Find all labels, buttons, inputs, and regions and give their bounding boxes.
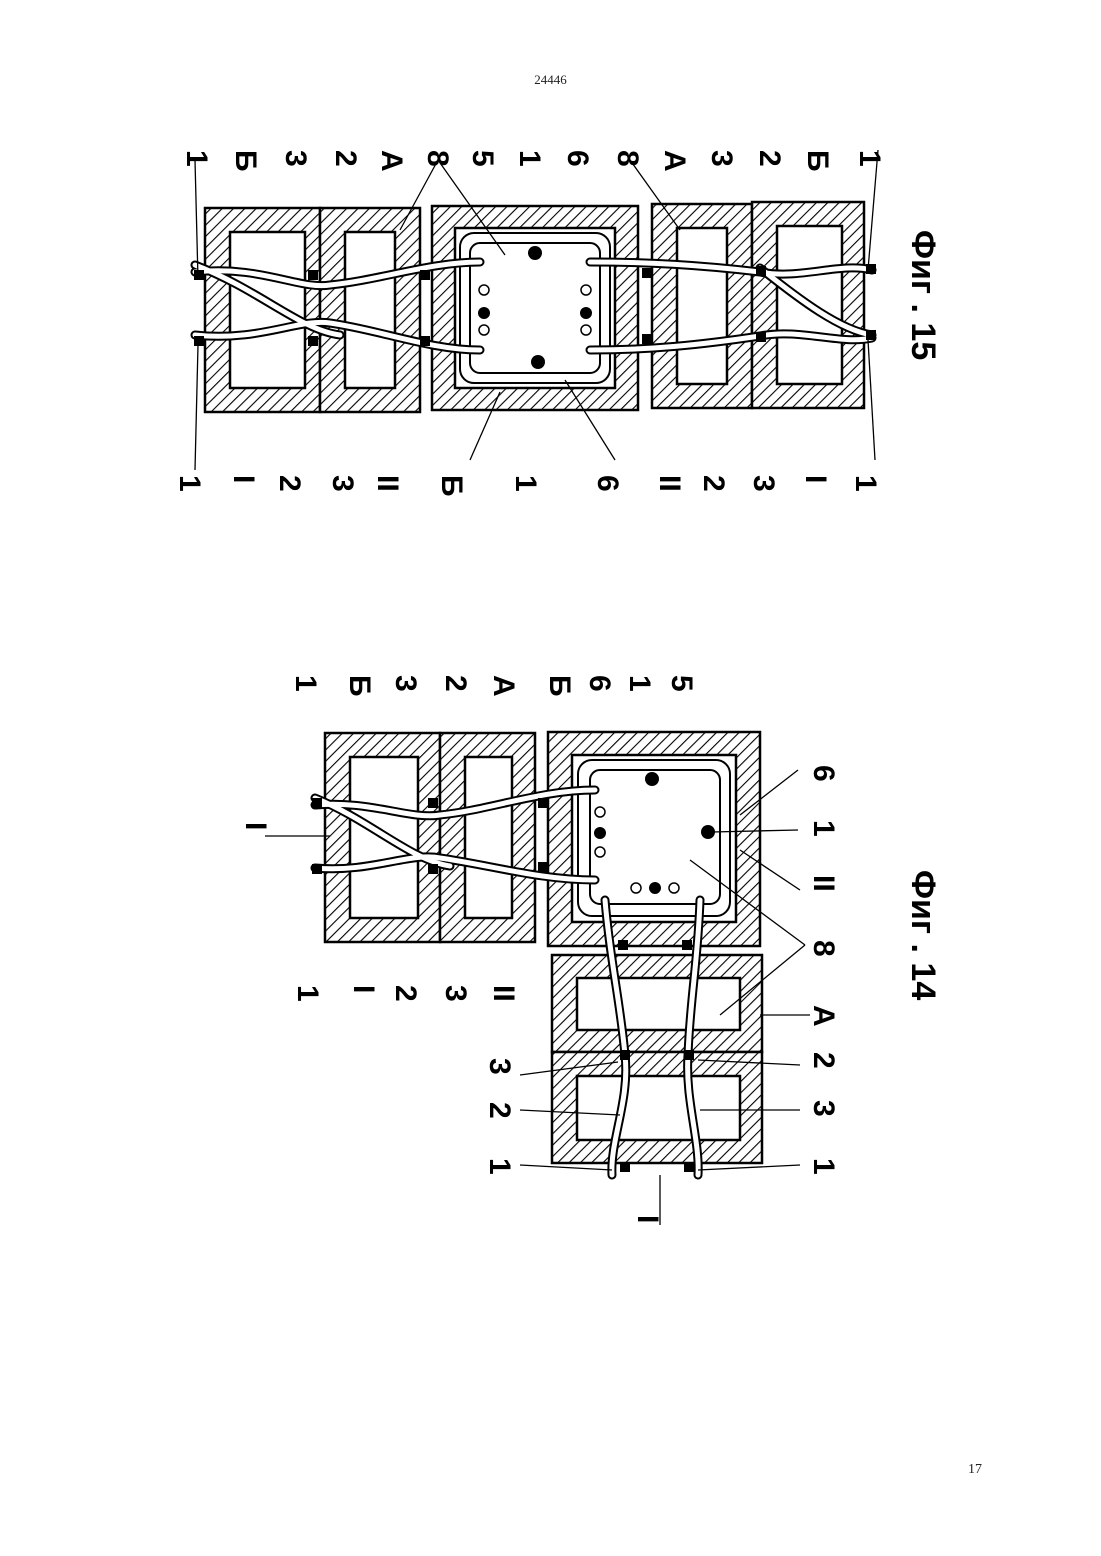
fig14-label: 2 <box>389 985 422 1002</box>
figure-15: 1 Б 3 2 А 8 5 1 6 8 А 3 2 Б 1 1 I 2 3 II… <box>173 150 942 497</box>
figure-14: 1 Б 3 2 А Б 6 1 5 I 1 I 2 3 II 3 2 1 I 6… <box>239 675 942 1225</box>
fig14-label: II <box>807 875 840 892</box>
fig15-label: I <box>227 475 260 483</box>
fig15-center-block <box>432 206 638 410</box>
fig14-label: 2 <box>483 1102 516 1119</box>
fig14-label: 1 <box>807 1158 840 1175</box>
fig14-label: 3 <box>807 1100 840 1117</box>
fig14-label: Б <box>343 675 376 697</box>
fig14-label: 3 <box>483 1058 516 1075</box>
fig15-label: 1 <box>173 475 206 492</box>
fig14-label: 1 <box>291 985 324 1002</box>
fig15-label: Б <box>229 150 262 172</box>
fig15-left-block <box>205 208 420 412</box>
fig14-label: II <box>487 985 520 1002</box>
fig15-label: А <box>658 150 691 172</box>
fig14-lower-block <box>552 955 762 1163</box>
fig15-label: II <box>653 475 686 492</box>
fig15-label: 3 <box>326 475 359 492</box>
fig15-label: II <box>371 475 404 492</box>
fig14-label: 1 <box>623 675 656 692</box>
fig15-label: 3 <box>279 150 312 167</box>
fig14-label: А <box>487 675 520 697</box>
fig14-label: 2 <box>807 1052 840 1069</box>
fig14-left-block <box>325 733 535 942</box>
fig14-label: Б <box>543 675 576 697</box>
fig14-label: I <box>347 985 380 993</box>
fig14-caption: Фиг . 14 <box>904 870 942 1000</box>
fig15-label: 3 <box>747 475 780 492</box>
page-number: 17 <box>968 1462 982 1478</box>
fig14-labels-right: 6 1 II 8 А 2 3 1 <box>807 765 840 1175</box>
fig15-label: 6 <box>591 475 624 492</box>
fig15-label: 1 <box>509 475 542 492</box>
fig15-label: 8 <box>611 150 644 167</box>
fig15-label: 2 <box>329 150 362 167</box>
fig14-labels-top: 1 Б 3 2 А Б 6 1 5 <box>289 675 698 697</box>
fig15-labels-bottom: 1 I 2 3 II Б 1 6 II 2 3 I 1 <box>173 475 882 497</box>
fig15-labels-top: 1 Б 3 2 А 8 5 1 6 8 А 3 2 Б 1 <box>180 150 886 172</box>
fig14-label: 3 <box>439 985 472 1002</box>
fig15-label: 1 <box>849 475 882 492</box>
fig14-label: 1 <box>289 675 322 692</box>
fig14-center-block <box>548 732 760 946</box>
fig15-label: 1 <box>513 150 546 167</box>
fig15-label: 6 <box>561 150 594 167</box>
fig15-label: А <box>375 150 408 172</box>
fig14-label: 5 <box>665 675 698 692</box>
fig15-label: 1 <box>180 150 213 167</box>
fig15-label: 2 <box>697 475 730 492</box>
fig14-labels-bottom: 1 I 2 3 II <box>291 985 520 1002</box>
fig14-label: 6 <box>583 675 616 692</box>
fig15-label: 5 <box>466 150 499 167</box>
fig15-label: I <box>799 475 832 483</box>
fig15-caption: Фиг . 15 <box>904 230 942 360</box>
fig15-label: 2 <box>273 475 306 492</box>
fig15-label: 2 <box>753 150 786 167</box>
fig15-label: 8 <box>421 150 454 167</box>
fig14-label: 3 <box>389 675 422 692</box>
fig14-label: 6 <box>807 765 840 782</box>
fig14-label: 1 <box>483 1158 516 1175</box>
fig14-label: 2 <box>439 675 472 692</box>
fig15-right-block <box>652 202 864 408</box>
fig14-label: 8 <box>807 940 840 957</box>
fig15-label: 1 <box>853 150 886 167</box>
fig14-label: I <box>239 822 272 830</box>
fig14-label: 1 <box>807 820 840 837</box>
fig14-label: А <box>807 1005 840 1027</box>
fig14-label: I <box>631 1215 664 1223</box>
fig15-label: 3 <box>705 150 738 167</box>
fig15-label: Б <box>801 150 834 172</box>
fig15-label: Б <box>435 475 468 497</box>
